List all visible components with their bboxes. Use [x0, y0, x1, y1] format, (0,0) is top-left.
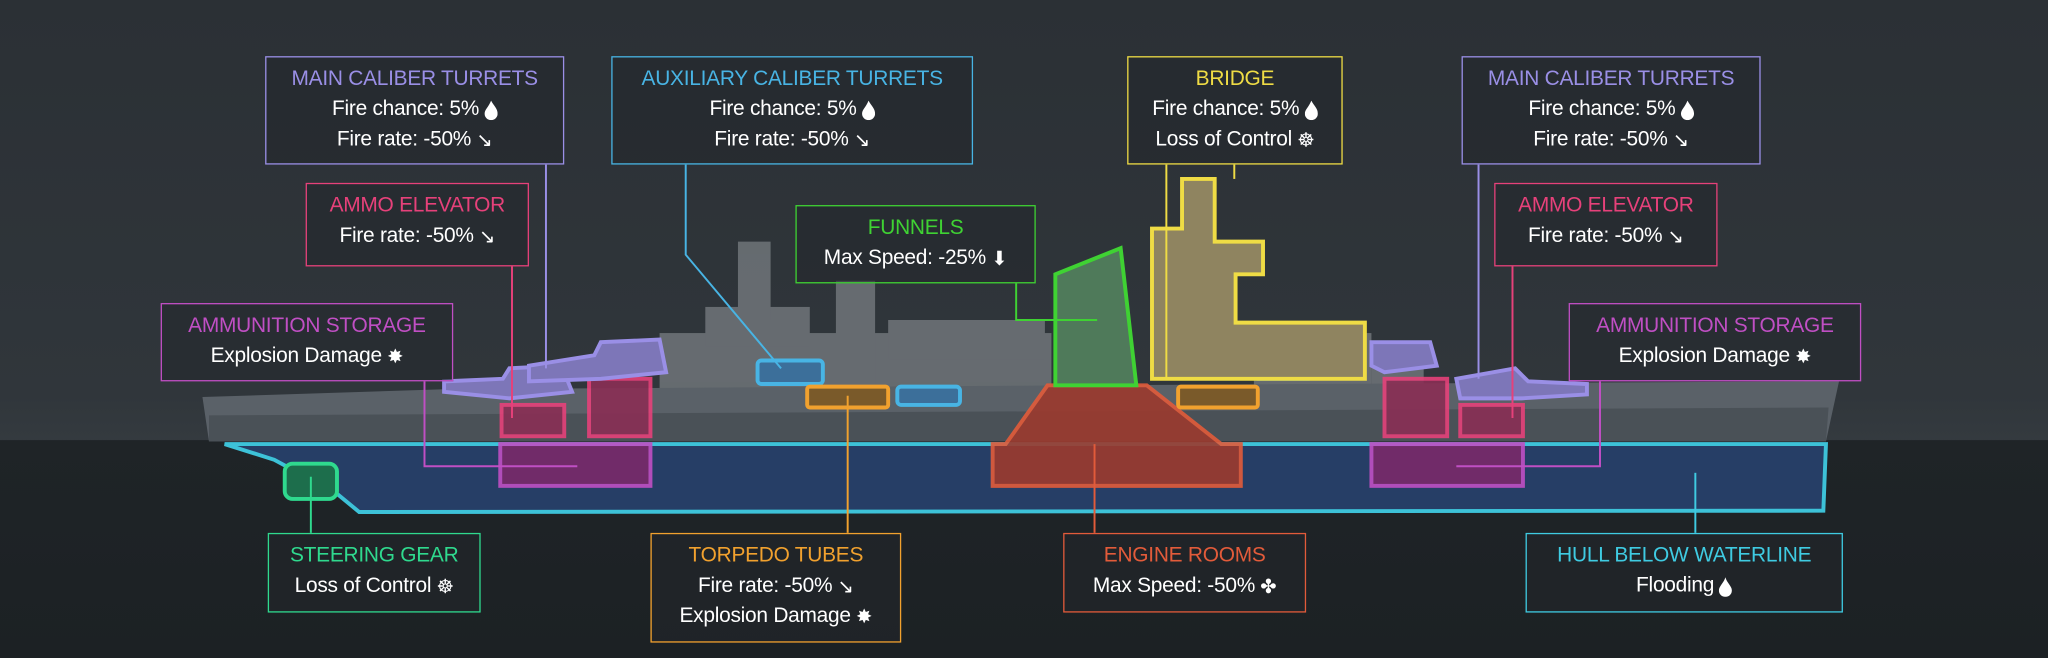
loss-of-control-text: Loss of Control — [1155, 128, 1292, 151]
main-turret-zone — [527, 337, 669, 384]
explosion-icon: ✸ — [387, 346, 404, 369]
fire-icon — [484, 98, 498, 120]
explosion-damage-text: Explosion Damage — [210, 345, 383, 368]
label-title: AMMUNITION STORAGE — [188, 314, 426, 337]
fire-rate-down-icon: ↘ — [476, 129, 493, 152]
label-title: BRIDGE — [1195, 67, 1275, 91]
speed-down-icon: ⬇ — [991, 248, 1008, 271]
ammo-elevator-zone — [1458, 402, 1525, 439]
fire-icon — [1680, 98, 1694, 120]
funnel-zone — [1053, 245, 1139, 388]
water-drop-icon — [1719, 575, 1733, 597]
fire-chance-text: Fire chance: 5% — [1152, 97, 1300, 121]
main-turret-zone — [1369, 340, 1440, 375]
label-engine-rooms: ENGINE ROOMS Max Speed: -50%✤ — [1063, 532, 1307, 613]
engine-zone — [990, 383, 1243, 488]
label-auxiliary-caliber-turrets: AUXILIARY CALIBER TURRETS Fire chance: 5… — [611, 56, 974, 165]
explosion-icon: ✸ — [1795, 346, 1812, 369]
ammo-storage-zone-right — [1369, 442, 1525, 488]
fire-rate-text: Fire rate: -50% — [697, 574, 833, 598]
fire-chance-text: Fire chance: 5% — [331, 97, 480, 121]
fire-rate-down-icon: ↘ — [478, 225, 496, 249]
explosion-damage-text: Explosion Damage — [1618, 345, 1791, 368]
fire-rate-down-icon: ↘ — [1672, 129, 1689, 152]
max-speed-text: Max Speed: -25% — [823, 247, 986, 270]
fire-rate-text: Fire rate: -50% — [1533, 128, 1668, 151]
ammo-storage-zone-left — [498, 442, 653, 488]
label-title: AMMO ELEVATOR — [329, 194, 506, 217]
label-ammo-elevator-left: AMMO ELEVATOR Fire rate: -50%↘ — [305, 182, 529, 267]
propeller-icon: ✤ — [1260, 575, 1277, 599]
fire-rate-text: Fire rate: -50% — [1528, 224, 1663, 248]
label-title: FUNNELS — [867, 216, 964, 240]
explosion-icon: ✸ — [855, 606, 873, 629]
fire-icon — [1304, 98, 1318, 120]
label-steering-gear: STEERING GEAR Loss of Control☸ — [267, 532, 481, 613]
fire-rate-down-icon: ↘ — [837, 575, 854, 599]
fire-rate-down-icon: ↘ — [853, 129, 870, 152]
fire-icon — [861, 98, 875, 120]
label-main-caliber-turrets-right: MAIN CALIBER TURRETS Fire chance: 5% Fir… — [1461, 56, 1761, 165]
label-funnels: FUNNELS Max Speed: -25%⬇ — [795, 205, 1036, 284]
bridge-zone — [1150, 176, 1367, 381]
label-title: STEERING GEAR — [289, 544, 459, 567]
label-main-caliber-turrets-left: MAIN CALIBER TURRETS Fire chance: 5% Fir… — [265, 56, 565, 165]
loss-of-control-text: Loss of Control — [294, 574, 432, 598]
helm-wheel-icon: ☸ — [1297, 129, 1315, 152]
label-ammunition-storage-left: AMMUNITION STORAGE Explosion Damage✸ — [160, 303, 454, 382]
label-title: HULL BELOW WATERLINE — [1557, 544, 1812, 567]
fire-rate-down-icon: ↘ — [1667, 225, 1684, 249]
fire-rate-text: Fire rate: -50% — [339, 224, 474, 248]
label-title: AMMUNITION STORAGE — [1596, 314, 1834, 337]
ammo-elevator-zone — [587, 376, 653, 439]
label-ammo-elevator-right: AMMO ELEVATOR Fire rate: -50%↘ — [1494, 182, 1718, 267]
fire-chance-text: Fire chance: 5% — [709, 97, 857, 121]
label-ammunition-storage-right: AMMUNITION STORAGE Explosion Damage✸ — [1568, 303, 1862, 382]
label-hull-below-waterline: HULL BELOW WATERLINE Flooding — [1525, 532, 1843, 613]
label-torpedo-tubes: TORPEDO TUBES Fire rate: -50%↘ Explosion… — [650, 532, 902, 643]
fire-chance-text: Fire chance: 5% — [1528, 97, 1676, 121]
fire-rate-text: Fire rate: -50% — [714, 128, 849, 151]
ammo-elevator-zone — [1382, 376, 1450, 439]
label-title: MAIN CALIBER TURRETS — [1487, 67, 1735, 91]
label-title: AUXILIARY CALIBER TURRETS — [641, 67, 944, 91]
ammo-elevator-zone — [499, 402, 567, 439]
fire-rate-text: Fire rate: -50% — [336, 128, 472, 151]
helm-wheel-icon: ☸ — [436, 575, 454, 599]
flooding-text: Flooding — [1636, 574, 1715, 597]
label-title: MAIN CALIBER TURRETS — [291, 67, 538, 91]
explosion-damage-text: Explosion Damage — [679, 605, 852, 628]
label-bridge: BRIDGE Fire chance: 5% Loss of Control☸ — [1127, 56, 1343, 165]
max-speed-text: Max Speed: -50% — [1092, 574, 1256, 598]
label-title: TORPEDO TUBES — [688, 544, 864, 567]
label-title: AMMO ELEVATOR — [1518, 194, 1694, 217]
main-turret-zone — [1454, 366, 1589, 401]
label-title: ENGINE ROOMS — [1103, 544, 1266, 567]
